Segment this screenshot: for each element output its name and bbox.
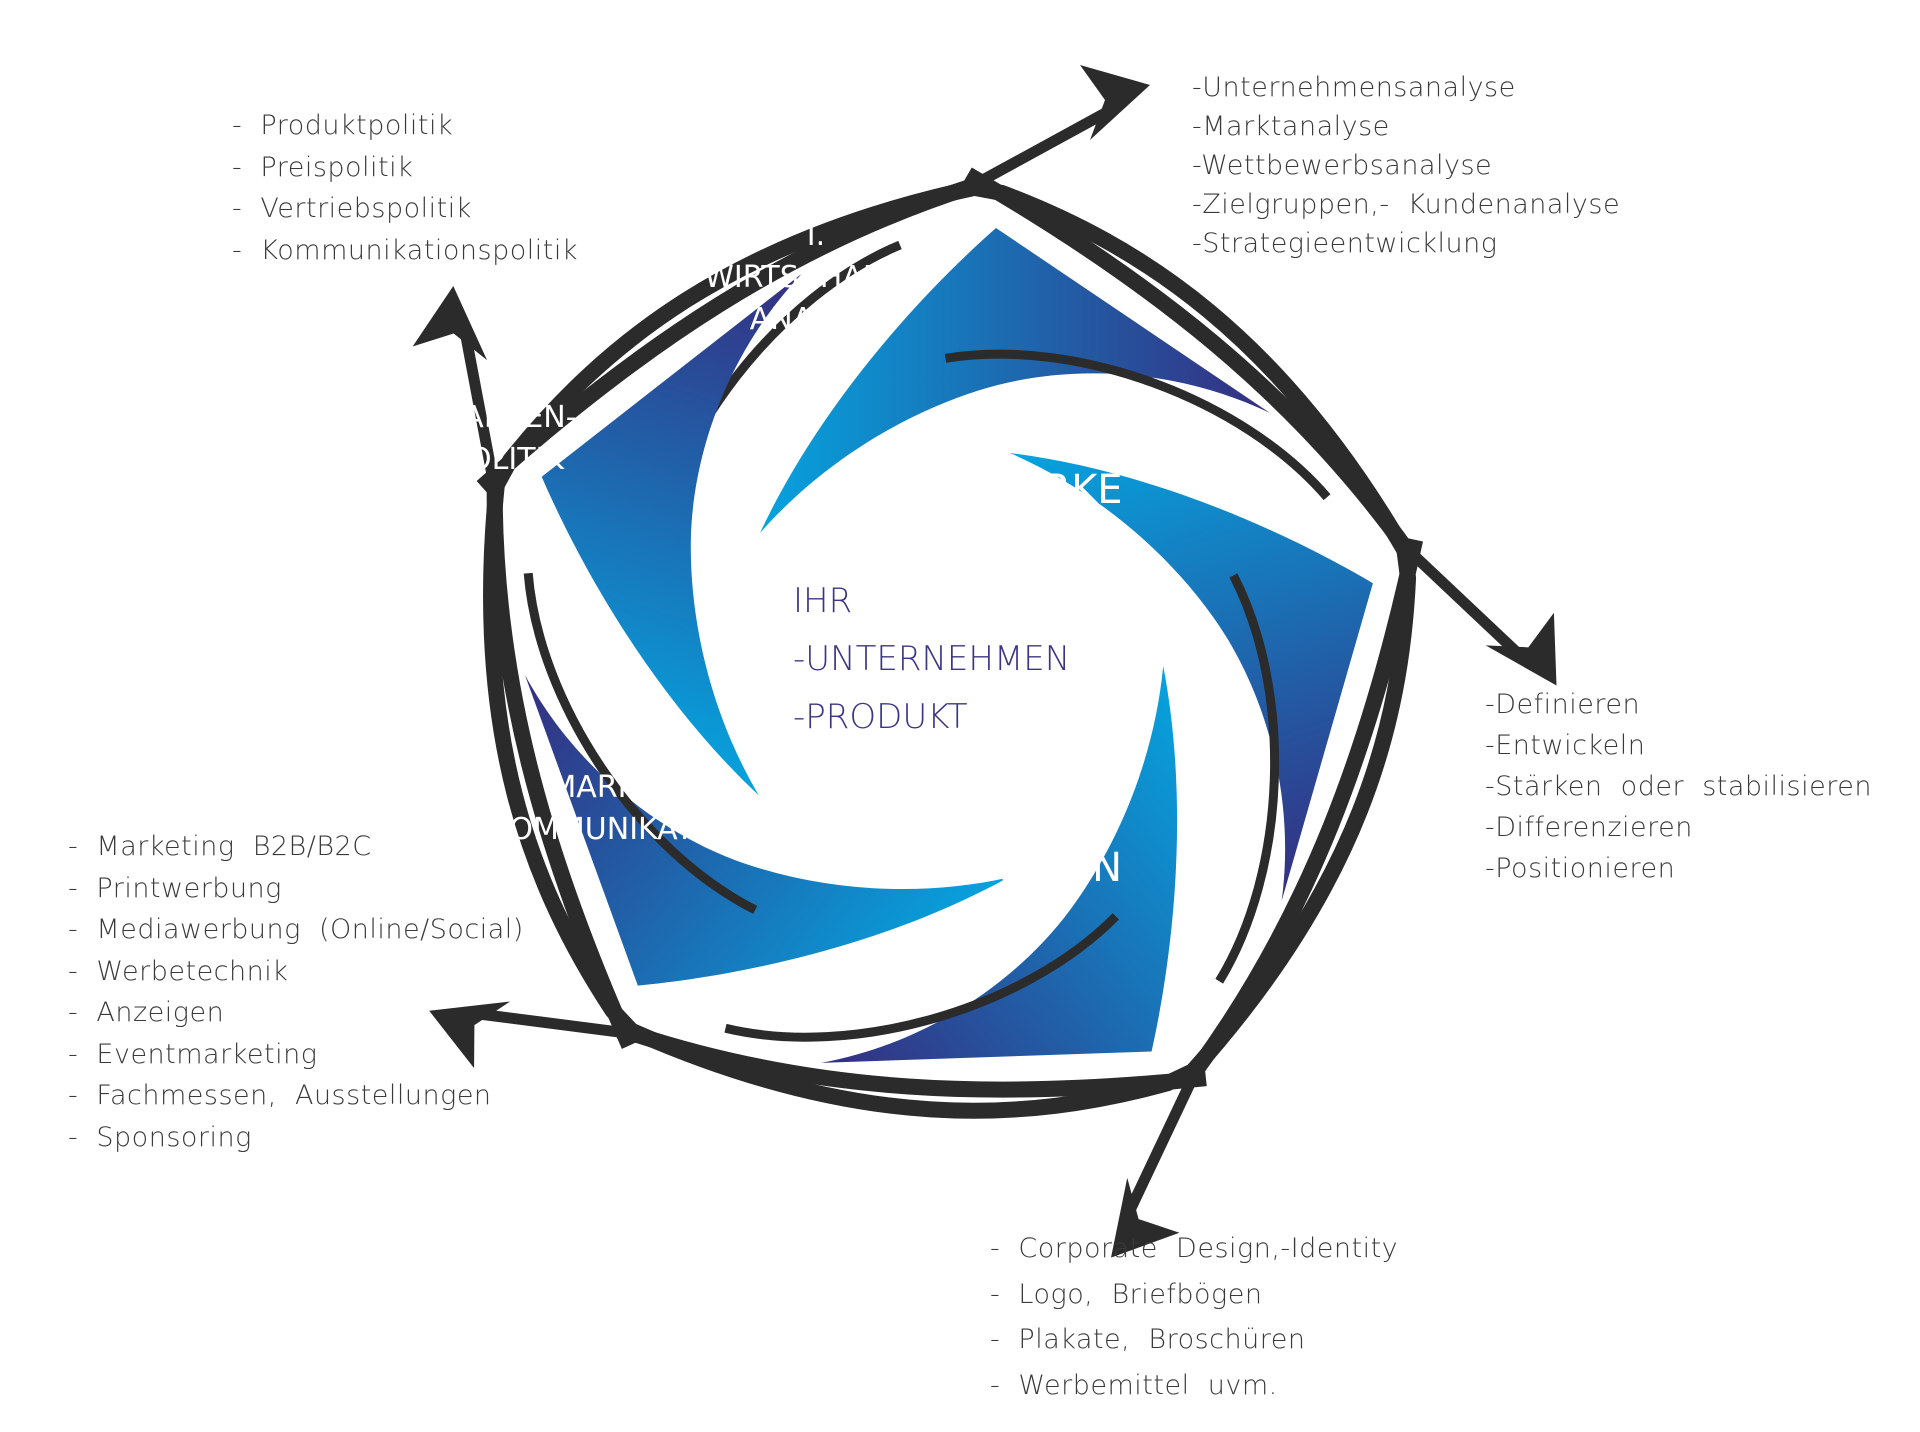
segment-shape xyxy=(760,228,1270,533)
segment-inner-arc xyxy=(944,349,1331,501)
list-item: -Wettbewerbsanalyse xyxy=(1192,150,1493,181)
list-item: -Marktanalyse xyxy=(1192,111,1390,142)
arrow-line xyxy=(967,100,1123,192)
arrow-line xyxy=(1400,541,1532,668)
segment-title-line: ANALYSE xyxy=(750,302,883,337)
segment-title-line: POLITIK xyxy=(450,442,565,477)
list-item: - Werbemittel uvm. xyxy=(990,1369,1278,1401)
segment-shape xyxy=(821,665,1178,1063)
list-item: - Werbetechnik xyxy=(68,955,289,987)
segment-title-line: WIRTSCHAFTS- xyxy=(704,260,928,295)
segment-label-markenkommunikation: IV. MARKEN- KOMMUNIKATION xyxy=(491,728,748,847)
segment-shape xyxy=(1009,453,1373,901)
segment-number: IV. xyxy=(602,728,637,763)
list-item: - Mediawerbung (Online/Social) xyxy=(68,914,524,945)
list-item: - Marketing B2B/B2C xyxy=(68,831,372,862)
segment-number: II. xyxy=(1037,414,1068,454)
segment-title-line: DESIGN xyxy=(968,845,1122,891)
segment-inner-arc xyxy=(523,572,758,914)
list-item: - Vertriebspolitik xyxy=(232,193,472,224)
segment-markenpolitik xyxy=(412,179,980,1049)
segment-grafik-design xyxy=(625,538,1423,1258)
list-markenkommunikation: - Marketing B2B/B2C - Printwerbung - Med… xyxy=(68,826,524,1158)
list-wirtschaftsanalyse: -Unternehmensanalyse -Marktanalyse -Wett… xyxy=(1192,68,1620,263)
segment-number: III. xyxy=(1025,734,1066,774)
list-item: - Logo, Briefbögen xyxy=(990,1278,1263,1310)
segment-title-line: KOMMUNIKATION xyxy=(491,812,748,847)
arrow-line xyxy=(457,319,501,490)
list-item: -Definieren xyxy=(1485,689,1641,720)
list-item: - Anzeigen xyxy=(68,997,225,1028)
segment-title-line: MARKEN- xyxy=(437,400,576,435)
arrow-head-icon xyxy=(1111,1177,1180,1258)
list-item: -Zielgruppen,- Kundenanalyse xyxy=(1192,189,1621,220)
list-grafik-design: - Corporate Design,-Identity - Logo, Bri… xyxy=(990,1226,1398,1408)
segment-outer-border xyxy=(625,538,1423,1119)
arrow-line xyxy=(1118,1066,1202,1227)
segment-marke xyxy=(944,167,1557,1079)
list-item: - Kommunikationspolitik xyxy=(232,234,578,266)
list-item: -Entwickeln xyxy=(1485,730,1646,761)
arrow-head-icon xyxy=(412,286,488,361)
segment-inner-arc xyxy=(1215,573,1280,984)
segment-label-markenpolitik: V. MARKEN- POLITIK xyxy=(437,358,576,477)
list-item: - Printwerbung xyxy=(68,872,282,904)
segment-number: I. xyxy=(807,218,825,253)
arrow-line xyxy=(464,1006,636,1040)
list-item: - Produktpolitik xyxy=(232,110,454,141)
arrow-head-icon xyxy=(429,1001,511,1069)
segment-title-line: GRAFIK xyxy=(972,787,1119,833)
segment-inner-arc xyxy=(724,913,1120,1042)
segment-number: V. xyxy=(494,358,520,393)
list-item: -Stärken oder stabilisieren xyxy=(1485,771,1872,802)
segment-label-marke: II. MARKE xyxy=(981,414,1122,513)
list-item: -Strategieentwicklung xyxy=(1192,228,1498,259)
segment-label-grafik-design: III. GRAFIK DESIGN xyxy=(968,734,1122,891)
list-item: - Sponsoring xyxy=(68,1121,252,1153)
list-item: -Unternehmensanalyse xyxy=(1192,72,1516,103)
list-item: - Fachmessen, Ausstellungen xyxy=(68,1080,492,1111)
segment-shape xyxy=(524,674,1009,986)
list-markenpolitik: - Produktpolitik - Preispolitik - Vertri… xyxy=(232,105,578,271)
arrow-head-icon xyxy=(1485,612,1557,686)
segment-shape xyxy=(541,273,803,796)
segment-markenkommunikation xyxy=(429,480,1207,1098)
list-item: - Corporate Design,-Identity xyxy=(990,1233,1399,1264)
segment-outer-border xyxy=(963,167,1417,1079)
segment-label-wirtschaftsanalyse: I. WIRTSCHAFTS- ANALYSE xyxy=(704,218,928,337)
list-item: - Eventmarketing xyxy=(68,1038,318,1070)
list-item: -Positionieren xyxy=(1485,853,1676,884)
arrow-head-icon xyxy=(1080,65,1150,140)
segment-title-line: MARKEN- xyxy=(550,770,689,805)
list-item: - Preispolitik xyxy=(232,151,414,183)
list-item: -Differenzieren xyxy=(1485,812,1693,843)
list-marke: -Definieren -Entwickeln -Stärken oder st… xyxy=(1485,684,1872,889)
segment-title-line: MARKE xyxy=(981,467,1122,513)
list-item: - Plakate, Broschüren xyxy=(990,1324,1306,1355)
